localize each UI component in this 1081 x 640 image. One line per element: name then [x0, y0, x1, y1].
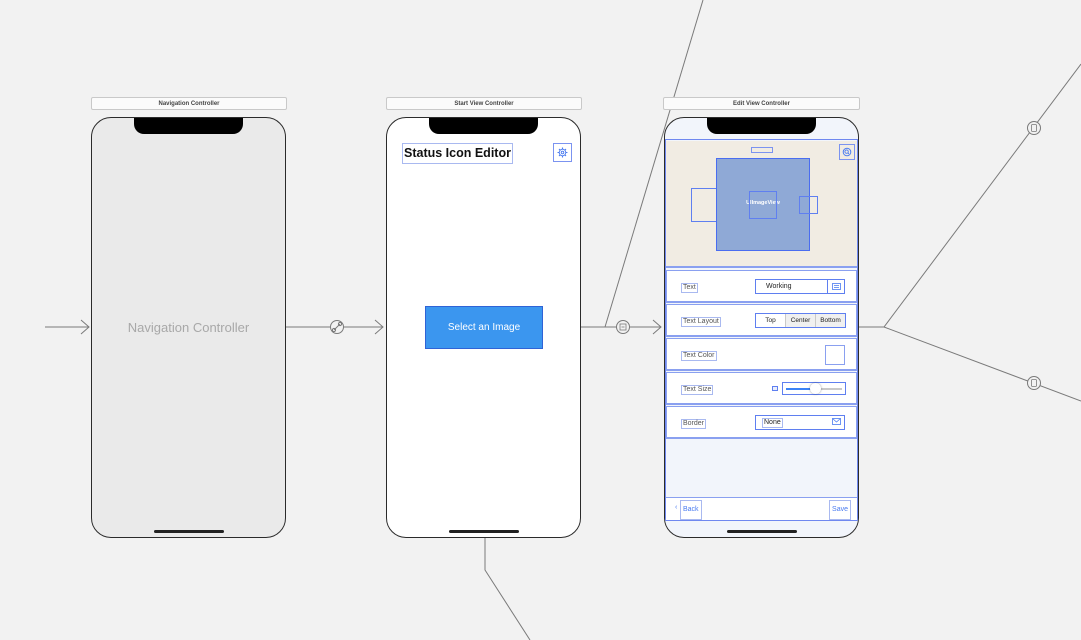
text-layout-row: Text Layout Top Center Bottom — [666, 304, 857, 337]
text-color-label: Text Color — [681, 351, 717, 361]
segue-line-right-down — [883, 326, 1081, 402]
back-button[interactable]: Back — [680, 500, 702, 520]
image-view-label: UIImageView — [746, 200, 780, 206]
home-indicator — [449, 530, 519, 533]
root-view-selection-outline — [665, 139, 858, 521]
keyboard-button[interactable] — [827, 280, 844, 293]
slider-track — [815, 388, 842, 390]
border-picker-value: None — [762, 418, 783, 428]
text-size-slider[interactable] — [782, 382, 846, 395]
segue-line-right-up — [858, 63, 1081, 328]
settings-button[interactable] — [553, 143, 572, 162]
text-color-well[interactable] — [825, 345, 845, 365]
bottom-toolbar: ‹ Back Save — [666, 497, 857, 521]
text-layout-segmented-control[interactable]: Top Center Bottom — [755, 313, 846, 328]
image-view[interactable]: UIImageView — [716, 158, 810, 251]
home-indicator — [727, 530, 797, 533]
page-title[interactable]: Status Icon Editor — [402, 143, 513, 164]
link-icon — [330, 320, 344, 334]
relationship-arrow-head — [374, 319, 384, 335]
text-row: Text Working — [666, 270, 857, 303]
scene-title-navigation-controller[interactable]: Navigation Controller — [91, 97, 287, 110]
navigation-controller-scene[interactable]: Navigation Controller — [91, 117, 286, 538]
right-overlay-box[interactable] — [799, 196, 818, 214]
magnifier-icon — [842, 147, 852, 157]
segue-icon-top — [1027, 121, 1041, 135]
border-picker[interactable]: None — [755, 415, 845, 430]
text-size-row: Text Size — [666, 372, 857, 405]
segue-line-down — [484, 538, 531, 640]
text-color-row: Text Color — [666, 338, 857, 371]
gear-icon — [557, 147, 568, 158]
start-view-controller-scene[interactable]: Status Icon Editor Select an Image — [386, 117, 581, 538]
select-image-button[interactable]: Select an Image — [425, 306, 543, 349]
scene-title-start-view-controller[interactable]: Start View Controller — [386, 97, 582, 110]
navigation-controller-label: Navigation Controller — [127, 320, 250, 335]
text-input-value: Working — [766, 283, 792, 290]
border-row: Border None — [666, 406, 857, 439]
slider-track-fill — [786, 388, 816, 390]
segment-top[interactable]: Top — [756, 314, 785, 327]
segue-line-up — [604, 0, 704, 328]
small-text-icon — [772, 386, 778, 391]
home-indicator — [154, 530, 224, 533]
border-label: Border — [681, 419, 707, 429]
scene-title-edit-view-controller[interactable]: Edit View Controller — [663, 97, 860, 110]
text-label: Text — [681, 283, 698, 293]
back-chevron-icon: ‹ — [675, 504, 678, 511]
slider-thumb[interactable] — [809, 383, 821, 394]
show-segue-arrow-head — [652, 319, 662, 335]
text-layout-label: Text Layout — [681, 317, 721, 327]
text-size-label: Text Size — [681, 385, 714, 395]
segment-bottom[interactable]: Bottom — [815, 314, 845, 327]
save-button[interactable]: Save — [829, 500, 851, 520]
device-notch — [707, 118, 816, 134]
keyboard-icon — [831, 283, 841, 290]
device-notch — [429, 118, 538, 134]
segue-icon-bottom — [1027, 376, 1041, 390]
envelope-icon — [832, 418, 841, 427]
edit-view-controller-scene[interactable]: UIImageView Text Working Text Layout — [664, 117, 859, 538]
device-notch — [134, 118, 243, 134]
center-overlay-box[interactable] — [749, 191, 777, 219]
zoom-button[interactable] — [839, 144, 855, 160]
text-input[interactable]: Working — [755, 279, 845, 294]
entry-arrow-head — [80, 319, 90, 335]
image-preview-area[interactable]: UIImageView — [666, 141, 857, 268]
segment-center[interactable]: Center — [785, 314, 815, 327]
preview-top-placeholder[interactable] — [751, 147, 773, 153]
segue-icon — [616, 320, 630, 334]
